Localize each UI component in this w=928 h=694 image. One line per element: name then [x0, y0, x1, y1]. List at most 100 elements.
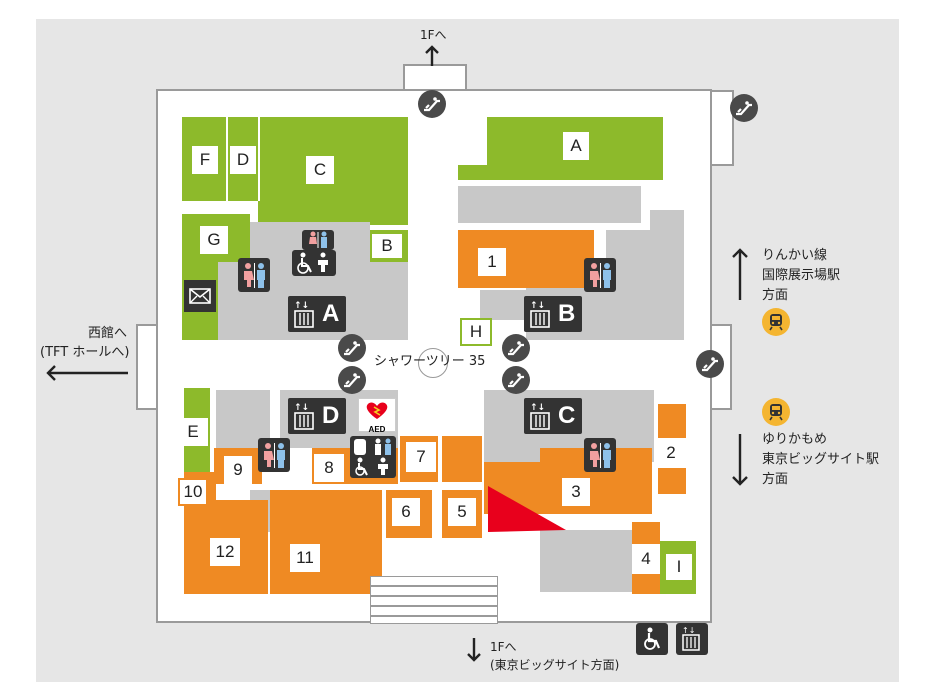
shop-label-1[interactable]: 1 [478, 248, 506, 276]
escalator-icon[interactable] [338, 334, 366, 362]
shop-label-7[interactable]: 7 [406, 442, 436, 472]
train-symbol [769, 404, 783, 421]
service-area-3 [606, 230, 684, 340]
train-symbol [769, 314, 783, 331]
restroom-multi-icon[interactable] [350, 436, 396, 478]
north-arrow-icon [425, 45, 439, 66]
shop-label-11[interactable]: 11 [290, 544, 320, 572]
shop-label-9[interactable]: 9 [224, 456, 252, 484]
service-area-1 [458, 186, 641, 223]
shop-label-i[interactable]: I [664, 552, 694, 582]
service-area-11 [540, 530, 632, 592]
svg-text:↑↓: ↑↓ [530, 301, 545, 311]
east-north-line2: 国際展示場駅 [762, 268, 841, 283]
restroom-icon[interactable] [584, 258, 616, 292]
elevator-d[interactable]: ↑↓ D [288, 398, 346, 434]
restroom-icon[interactable] [258, 438, 290, 472]
elevator-icon[interactable]: ↑↓ [676, 623, 708, 655]
accessible-restroom-symbol [297, 252, 328, 274]
west-direction-line2: (TFT ホールへ) [40, 345, 130, 360]
shop-label-b[interactable]: B [370, 232, 404, 260]
wheelchair-icon[interactable] [636, 623, 668, 655]
shop-area-5-upper[interactable] [442, 436, 482, 482]
east-south-line2: 東京ビッグサイト駅 [762, 452, 880, 467]
restroom-multi-symbol [354, 438, 391, 476]
envelope-symbol [189, 288, 211, 304]
train-icon [762, 308, 790, 336]
elevator-c-label: C [558, 402, 576, 429]
elevator-a[interactable]: ↑↓ A [288, 296, 346, 332]
south-stairs [370, 576, 498, 624]
escalator-symbol [344, 373, 360, 388]
aed-text: AED [368, 425, 386, 434]
escalator-icon[interactable] [502, 334, 530, 362]
elevator-icon: ↑↓ [294, 301, 314, 328]
south-direction-line2: (東京ビッグサイト方面) [490, 658, 620, 672]
restroom-symbol [309, 231, 327, 248]
shop-label-5[interactable]: 5 [448, 498, 476, 526]
east-north-line3: 方面 [762, 288, 789, 303]
escalator-icon[interactable] [418, 90, 446, 118]
mail-icon[interactable] [184, 280, 216, 312]
shop-label-e[interactable]: E [178, 418, 208, 446]
divider-fd [226, 117, 228, 201]
escalator-icon[interactable] [696, 350, 724, 378]
shop-label-h[interactable]: H [460, 318, 492, 346]
shop-label-12[interactable]: 12 [210, 538, 240, 566]
north-direction-label: 1Fへ [420, 28, 447, 42]
shower-tree-label: シャワーツリー 35 [374, 354, 486, 369]
northeast-exit-notch [710, 90, 734, 166]
shop-area-11[interactable] [270, 490, 382, 594]
south-arrow-icon [467, 638, 481, 662]
shop-label-10[interactable]: 10 [178, 478, 208, 506]
accessible-restroom-icon[interactable] [292, 250, 336, 276]
east-south-line3: 方面 [762, 472, 789, 487]
escalator-symbol [508, 373, 524, 388]
shop-label-8[interactable]: 8 [314, 454, 344, 482]
shop-label-3[interactable]: 3 [562, 478, 590, 506]
service-area-2 [650, 210, 684, 230]
restroom-icon[interactable] [302, 230, 334, 250]
escalator-icon[interactable] [338, 366, 366, 394]
escalator-icon[interactable] [502, 366, 530, 394]
restroom-symbol [244, 263, 265, 288]
restroom-icon[interactable] [584, 438, 616, 472]
elevator-icon: ↑↓ [530, 301, 550, 328]
escalator-icon[interactable] [730, 94, 758, 122]
shop-area-a-lower[interactable] [458, 165, 663, 180]
restroom-symbol [590, 263, 611, 288]
east-south-arrow-icon [732, 434, 748, 486]
south-direction-line1: 1Fへ [490, 640, 517, 654]
wheelchair-symbol [644, 627, 661, 650]
elevator-b-label: B [558, 300, 576, 327]
east-south-line1: ゆりかもめ [762, 432, 828, 447]
shower-tree-marker [418, 348, 448, 378]
escalator-symbol [344, 341, 360, 356]
restricted-area-shape [488, 486, 566, 532]
restroom-icon[interactable] [238, 258, 270, 292]
elevator-b[interactable]: ↑↓ B [524, 296, 582, 332]
restroom-symbol [264, 443, 285, 468]
shop-label-6[interactable]: 6 [392, 498, 420, 526]
train-icon [762, 398, 790, 426]
east-north-arrow-icon [732, 248, 748, 300]
shop-label-g[interactable]: G [200, 226, 228, 254]
shop-label-a[interactable]: A [563, 132, 589, 160]
elevator-c[interactable]: ↑↓ C [524, 398, 582, 434]
svg-text:↑↓: ↑↓ [294, 301, 309, 311]
shop-label-4[interactable]: 4 [632, 544, 660, 574]
aed-icon[interactable]: AED [358, 398, 396, 434]
shop-label-c[interactable]: C [306, 156, 334, 184]
service-area-5 [480, 290, 526, 320]
elevator-symbol: ↑↓ [682, 626, 700, 651]
aed-heart-symbol [366, 402, 388, 419]
svg-text:↑↓: ↑↓ [530, 403, 545, 413]
escalator-symbol [424, 97, 440, 112]
shop-label-f[interactable]: F [192, 146, 218, 174]
elevator-icon: ↑↓ [530, 403, 550, 430]
elevator-a-label: A [322, 300, 340, 327]
east-north-line1: りんかい線 [762, 248, 828, 263]
restroom-symbol [590, 443, 611, 468]
shop-label-2[interactable]: 2 [656, 438, 686, 468]
shop-label-d[interactable]: D [230, 146, 256, 174]
